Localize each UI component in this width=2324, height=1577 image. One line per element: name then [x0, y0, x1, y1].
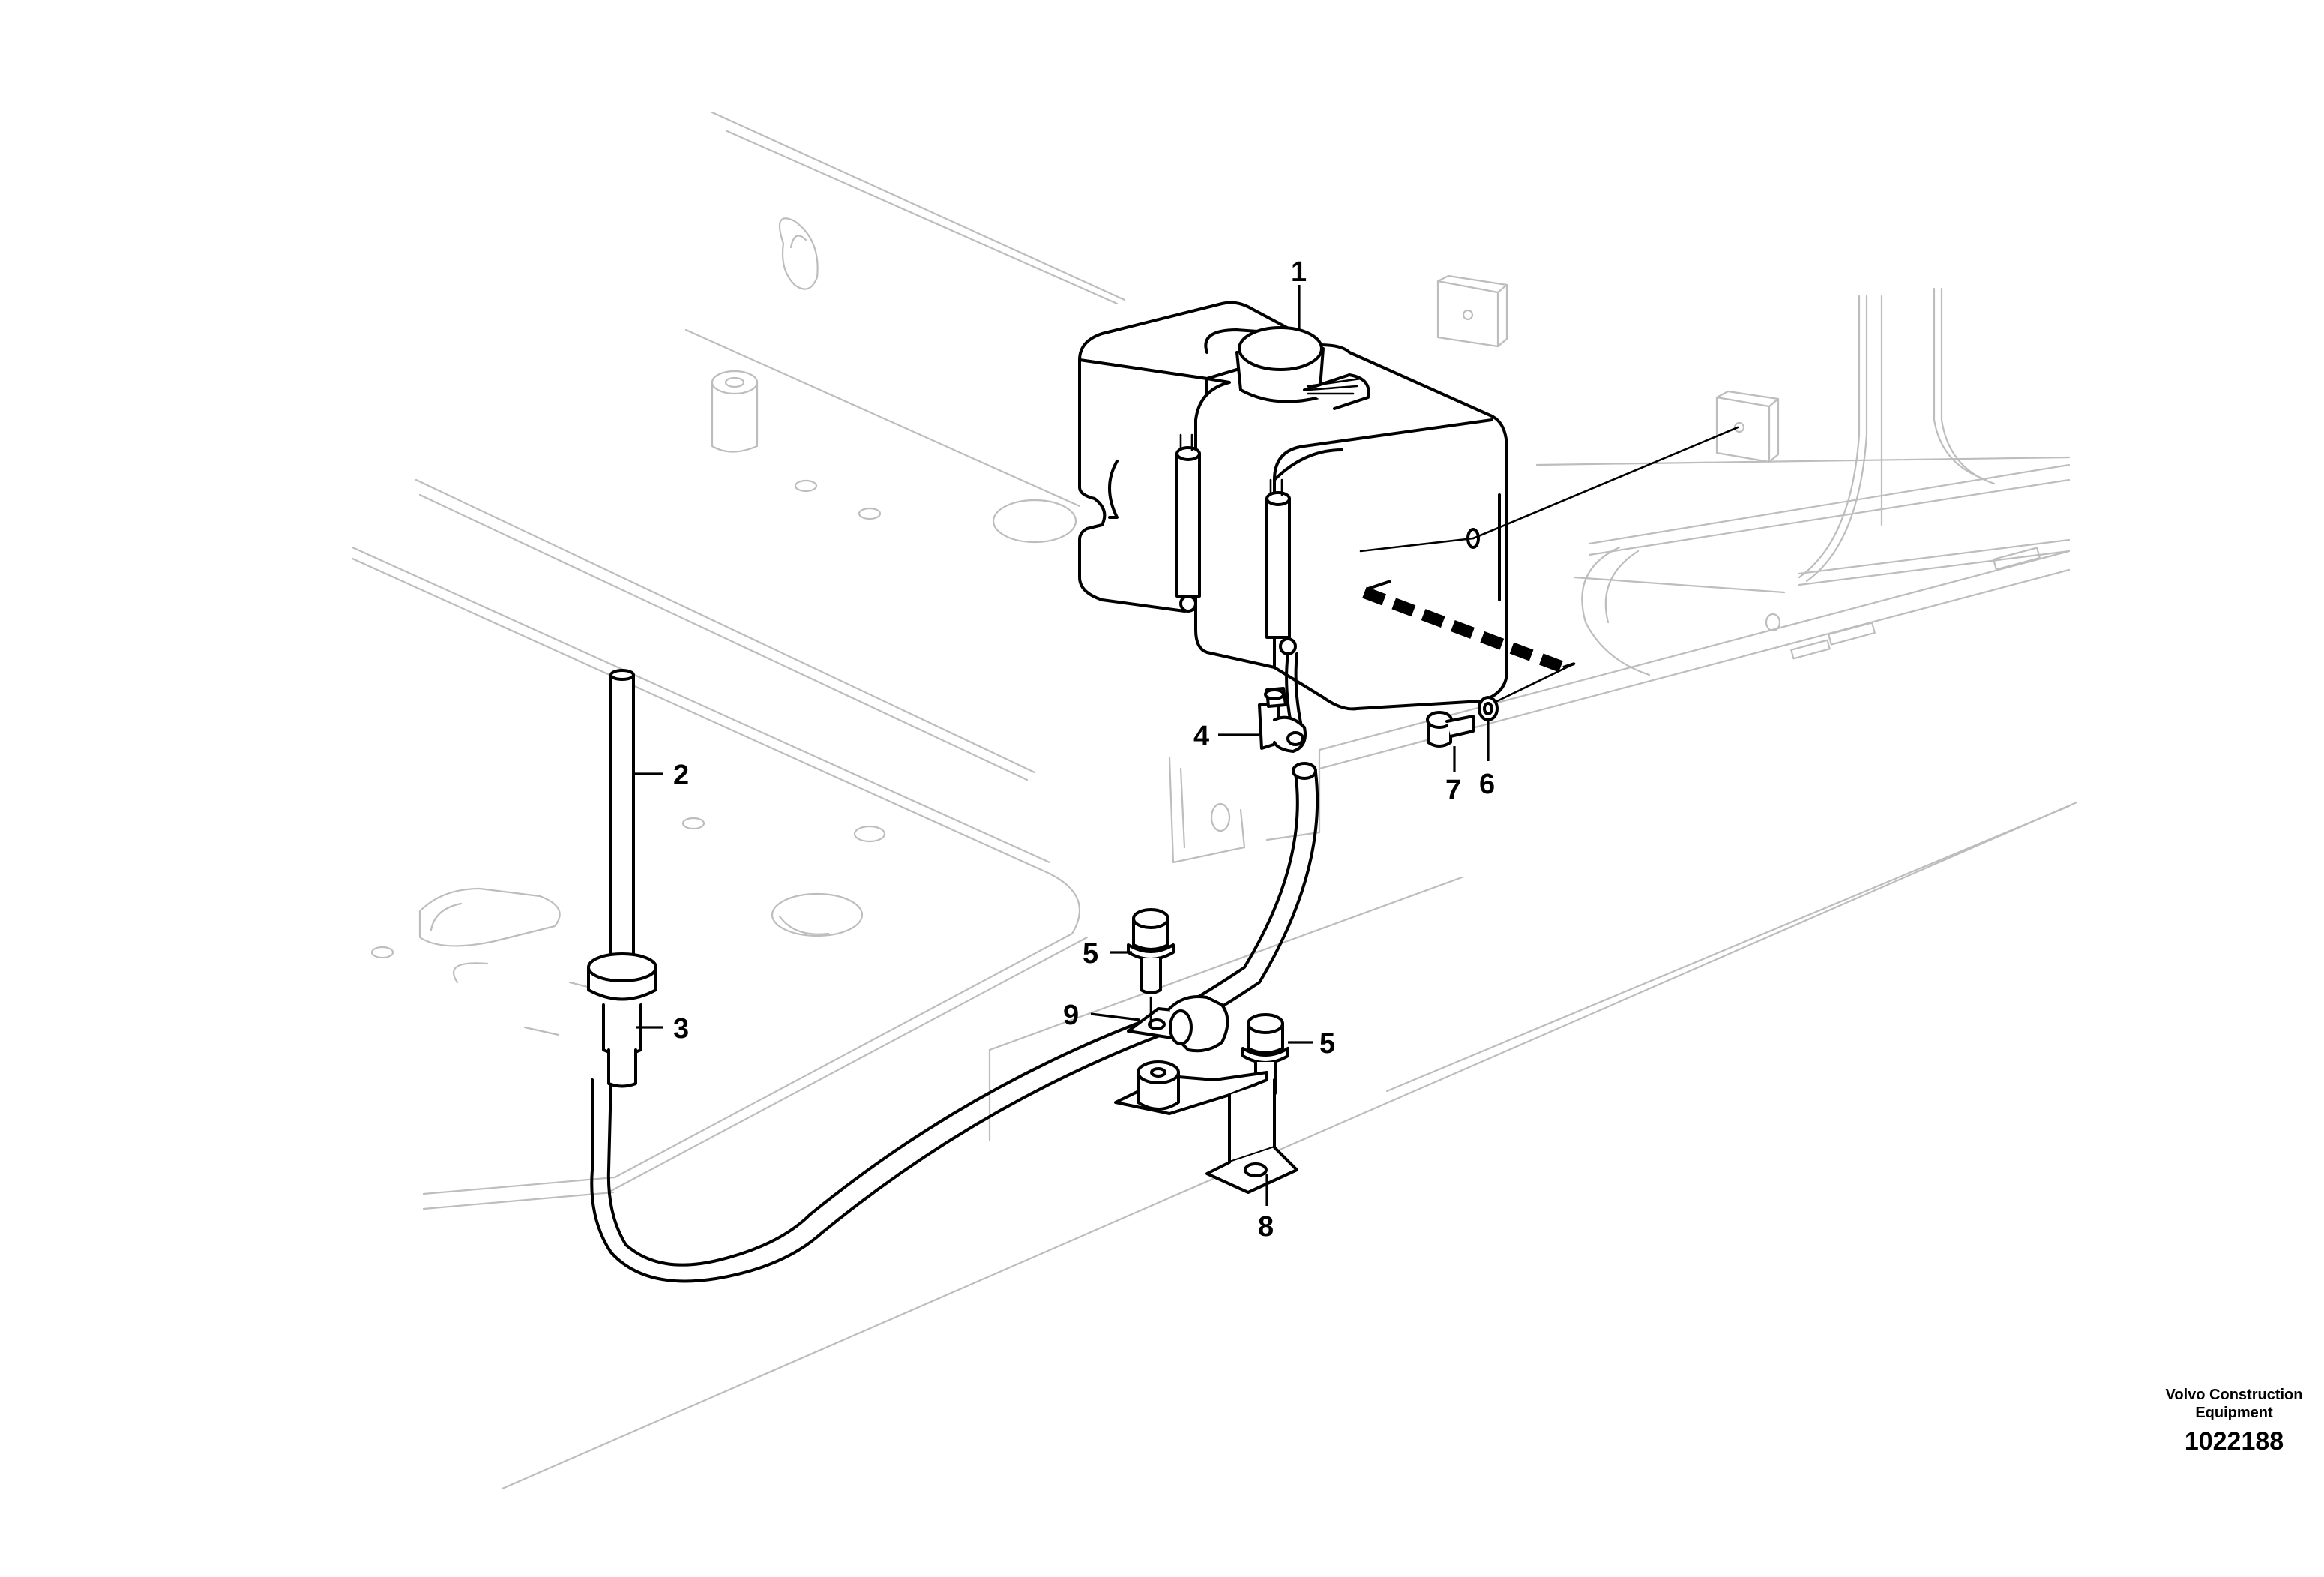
bolt-5-upper — [1127, 908, 1175, 1029]
callout-1: 1 — [1291, 256, 1307, 288]
callout-labels: 1 2 3 4 5 5 6 7 8 9 — [673, 256, 1495, 1243]
washer-hose — [590, 762, 1319, 1283]
grommet — [587, 952, 657, 1088]
hose-clamp — [1127, 995, 1229, 1053]
washer-reservoir — [1078, 301, 1739, 711]
callout-8: 8 — [1258, 1211, 1274, 1243]
washer-6 — [1478, 662, 1576, 721]
leader-lines — [633, 285, 1490, 1206]
callout-2: 2 — [673, 760, 689, 791]
callout-9: 9 — [1063, 1000, 1079, 1031]
company-name-line2: Equipment — [2195, 1405, 2273, 1421]
machine-frame-background — [351, 111, 2078, 1490]
callout-5-upper: 5 — [1083, 938, 1098, 970]
callout-7: 7 — [1445, 775, 1461, 806]
nozzle-pipe — [609, 669, 635, 961]
callout-6: 6 — [1479, 769, 1495, 800]
parts-diagram: 1 2 3 4 5 5 6 7 8 9 — [351, 111, 2078, 1490]
callout-5-lower: 5 — [1319, 1028, 1335, 1060]
mounting-bracket — [1114, 1060, 1298, 1194]
drawing-number: 1022188 — [2184, 1427, 2284, 1456]
callout-4: 4 — [1193, 721, 1209, 752]
bolt-7 — [1426, 711, 1475, 748]
company-name-line1: Volvo Construction — [2165, 1387, 2303, 1403]
bolt-5-lower — [1241, 1013, 1289, 1098]
hose-clip — [1258, 687, 1307, 753]
callout-3: 3 — [673, 1013, 689, 1045]
